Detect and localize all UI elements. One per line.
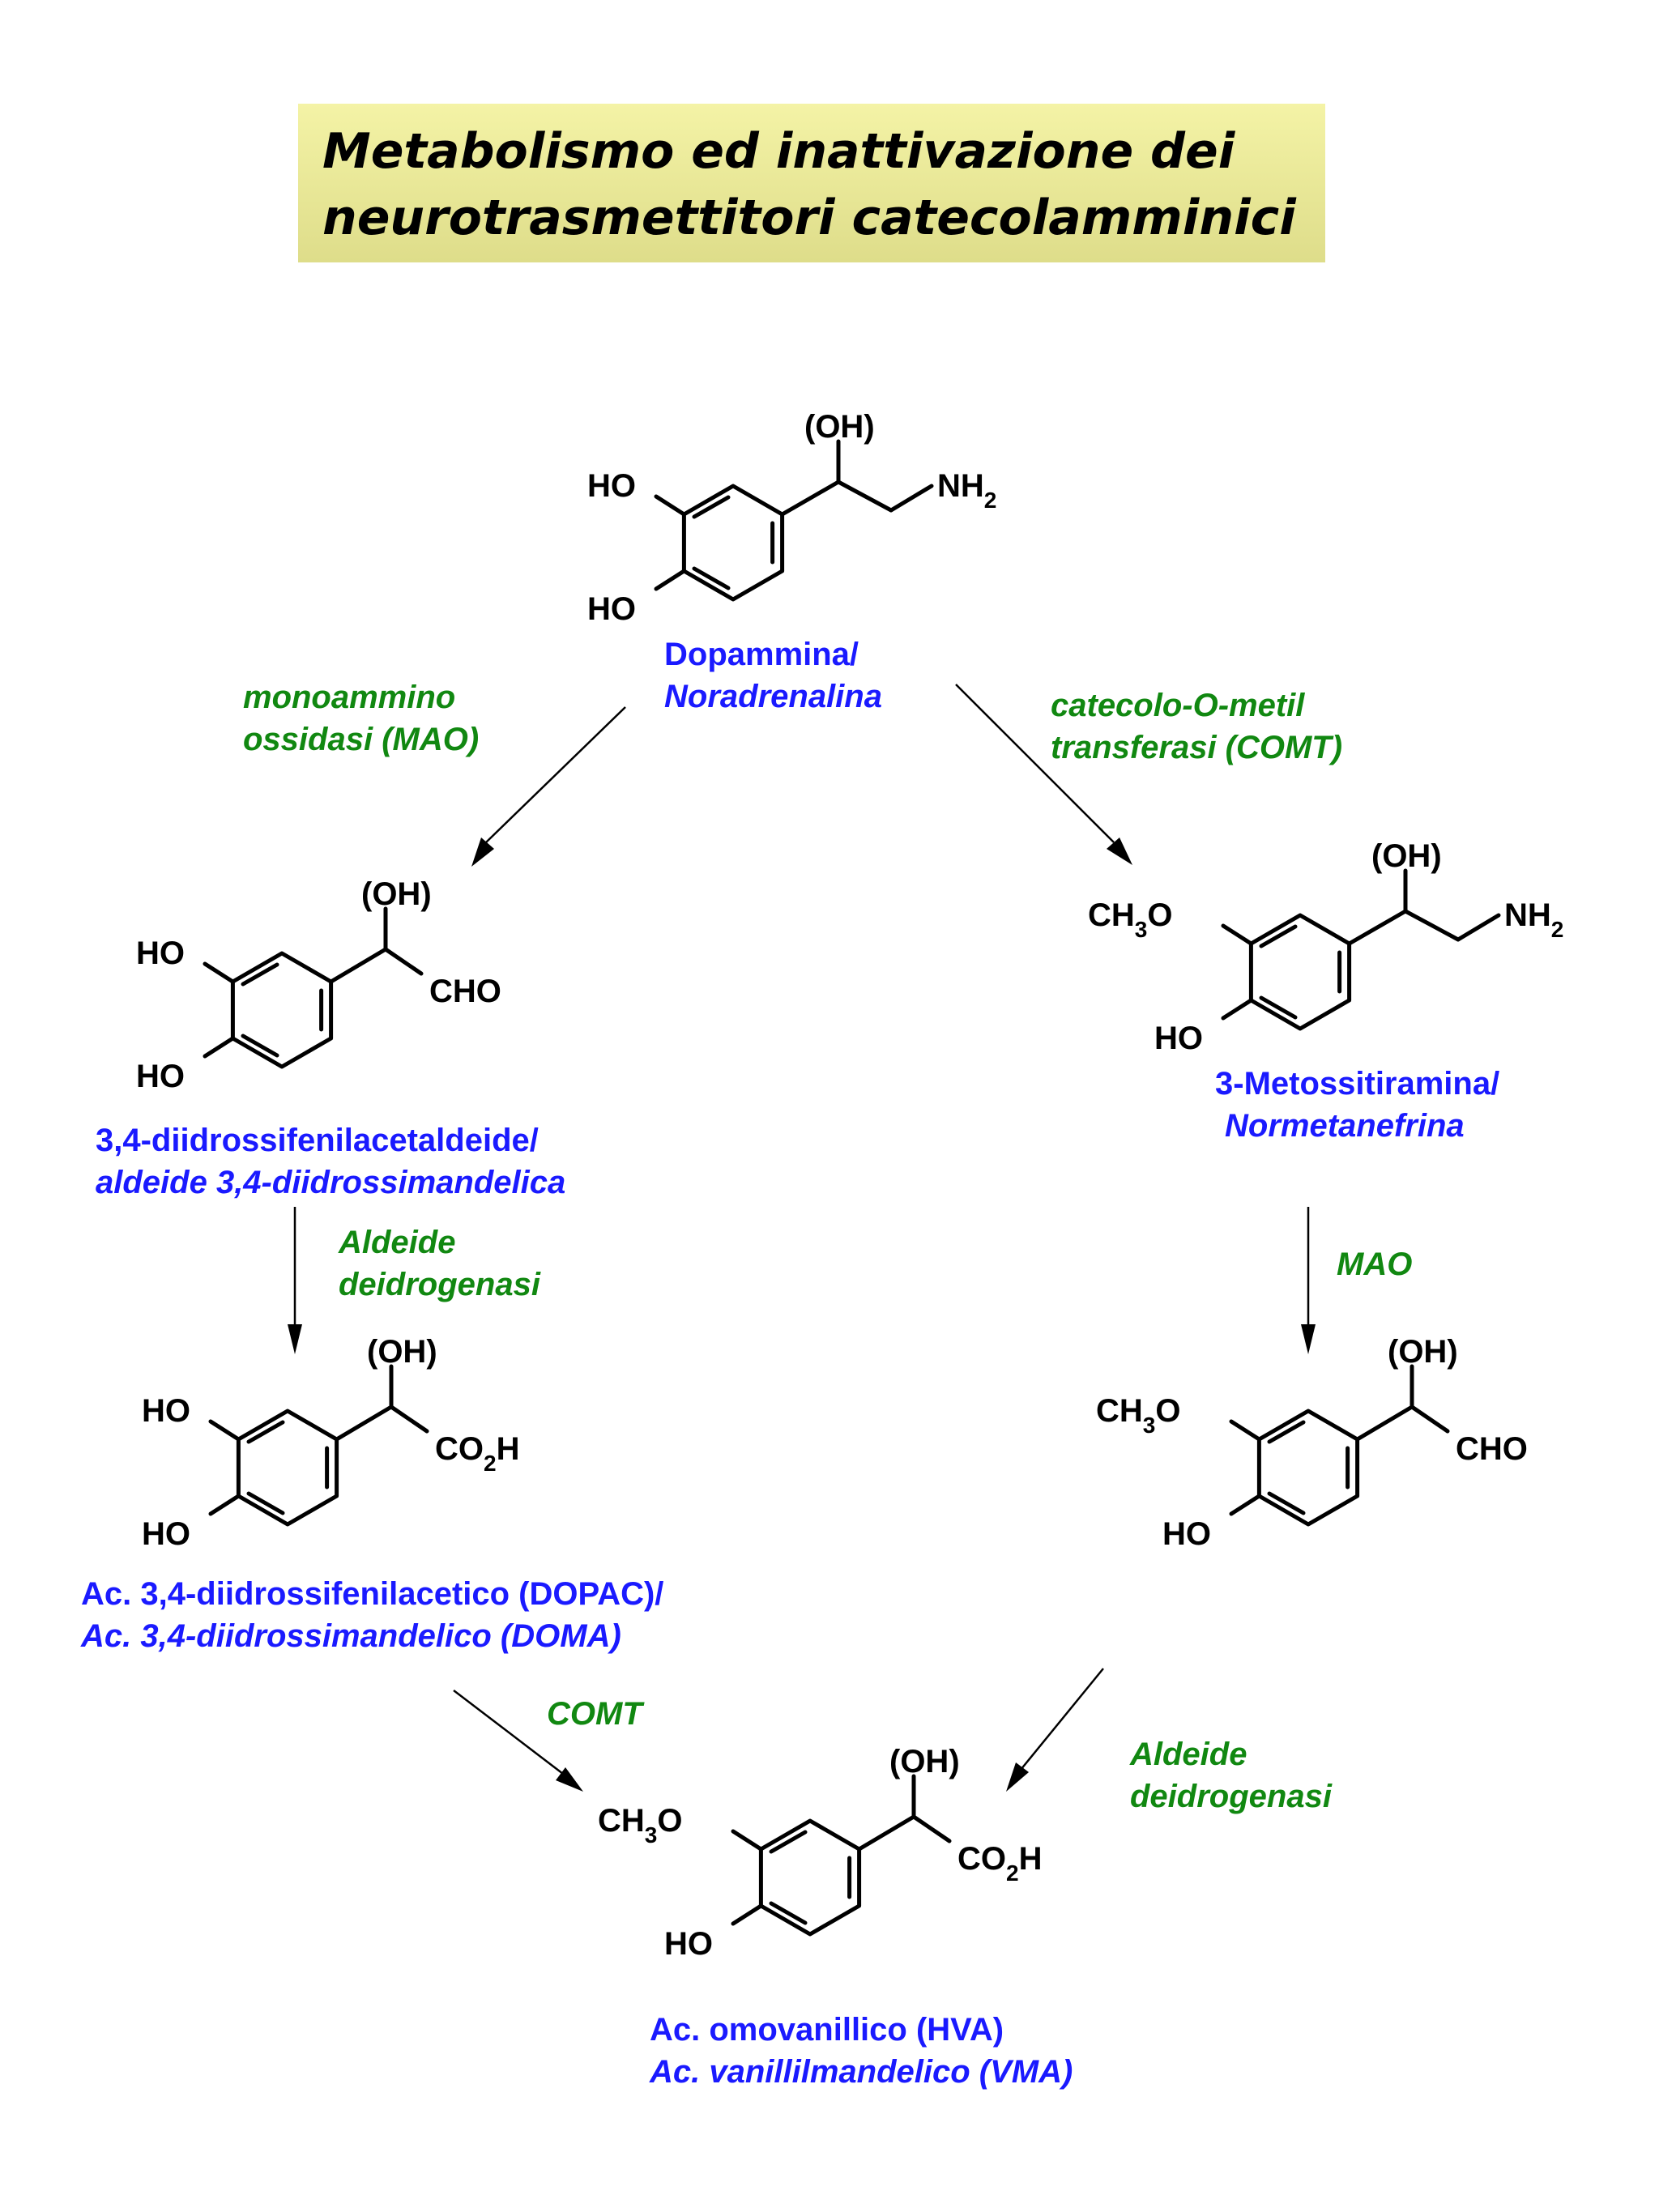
arrow-methoxy-aldehyde-to-hva xyxy=(1006,1668,1104,1792)
arrow-dopamine-to-methoxytyramine xyxy=(955,684,1132,865)
atom-label: HO xyxy=(664,1926,713,1962)
atom-label: (OH) xyxy=(1388,1334,1458,1370)
name-dopac: Ac. 3,4-diidrossifenilacetico (DOPAC)/ A… xyxy=(81,1576,664,1654)
molecule-methoxytyramine: CH3O HO (OH) NH2 xyxy=(1088,838,1563,1056)
atom-label: HO xyxy=(587,591,636,627)
atom-label: HO xyxy=(587,468,636,504)
atom-label: (OH) xyxy=(361,876,432,912)
title-line-2: neurotrasmettitori catecolamminici xyxy=(322,190,1296,246)
atom-label: HO xyxy=(1154,1021,1203,1056)
atom-label: (OH) xyxy=(804,409,875,445)
atom-label: HO xyxy=(1162,1516,1211,1552)
molecule-aldehyde: HO HO (OH) CHO xyxy=(136,876,501,1094)
molecule-dopamine: HO HO (OH) NH2 xyxy=(587,409,996,627)
atom-label: HO xyxy=(136,1059,185,1094)
enzyme-mao-short: MAO xyxy=(1337,1247,1413,1282)
molecule-hva: CH3O HO (OH) CO2H xyxy=(598,1744,1042,1962)
name-hva: Ac. omovanillico (HVA) Ac. vanillilmande… xyxy=(650,2012,1073,2090)
atom-label: CO2H xyxy=(957,1841,1042,1886)
enzyme-comt-short: COMT xyxy=(547,1696,642,1732)
molecule-dopac: HO HO (OH) CO2H xyxy=(142,1334,519,1552)
arrow-methoxytyramine-to-methoxy-aldehyde xyxy=(1301,1207,1316,1354)
atom-label: (OH) xyxy=(889,1744,960,1779)
enzyme-mao-full: monoammino ossidasi (MAO) xyxy=(243,680,480,757)
atom-label: CHO xyxy=(429,974,501,1009)
enzyme-comt-full: catecolo-O-metil transferasi (COMT) xyxy=(1051,688,1343,765)
arrow-aldehyde-to-dopac xyxy=(288,1207,302,1354)
enzyme-aldehyde-dehydrogenase-right: Aldeide deidrogenasi xyxy=(1130,1737,1332,1814)
atom-label: CO2H xyxy=(435,1431,519,1476)
atom-label: (OH) xyxy=(1371,838,1442,874)
atom-label: CH3O xyxy=(1088,897,1172,942)
molecule-methoxy-aldehyde: CH3O HO (OH) CHO xyxy=(1096,1334,1528,1552)
name-methoxytyramine: 3-Metossitiramina/ Normetanefrina xyxy=(1215,1066,1500,1144)
arrow-dopamine-to-aldehyde xyxy=(471,706,626,867)
arrow-dopac-to-hva xyxy=(453,1690,583,1792)
atom-label: (OH) xyxy=(367,1334,437,1370)
title-box: Metabolismo ed inattivazione dei neurotr… xyxy=(298,104,1325,262)
atom-label: CH3O xyxy=(598,1803,682,1848)
atom-label: HO xyxy=(136,936,185,971)
atom-label: CHO xyxy=(1456,1431,1528,1467)
name-aldehyde: 3,4-diidrossifenilacetaldeide/ aldeide 3… xyxy=(96,1123,566,1200)
atom-label: HO xyxy=(142,1393,190,1429)
title-line-1: Metabolismo ed inattivazione dei xyxy=(322,123,1235,180)
enzyme-aldehyde-dehydrogenase-left: Aldeide deidrogenasi xyxy=(339,1225,540,1302)
atom-label: NH2 xyxy=(937,468,996,513)
atom-label: CH3O xyxy=(1096,1393,1180,1438)
name-dopamine: Dopammina/ Noradrenalina xyxy=(664,637,882,714)
atom-label: NH2 xyxy=(1504,897,1563,942)
atom-label: HO xyxy=(142,1516,190,1552)
